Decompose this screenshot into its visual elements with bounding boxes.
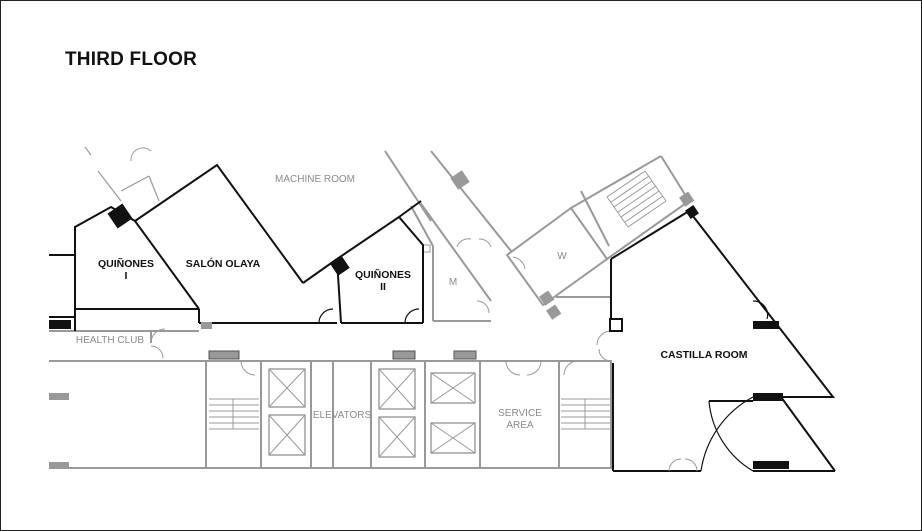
- room-label-quinones-2: QUIÑONES: [355, 268, 411, 281]
- room-labels: QUIÑONES I SALÓN OLAYA MACHINE ROOM QUIÑ…: [76, 174, 748, 431]
- structural-markers: [49, 203, 789, 469]
- room-label-service-area-2: AREA: [506, 420, 534, 431]
- room-label-w: W: [557, 251, 567, 262]
- room-label-health-club: HEALTH CLUB: [76, 335, 144, 346]
- room-label-service-area: SERVICE: [498, 408, 542, 419]
- stairs-right: [561, 398, 611, 430]
- stairs-top: [606, 170, 667, 228]
- room-label-elevators: ELEVATORS: [313, 410, 372, 421]
- secondary-walls: [49, 146, 690, 469]
- grey-markers: [49, 170, 695, 469]
- room-label-quinones-2-number: II: [380, 281, 386, 293]
- stairs-left: [209, 398, 259, 430]
- room-label-m: M: [449, 277, 457, 288]
- room-label-quinones-1-number: I: [125, 270, 128, 282]
- room-label-quinones-1: QUIÑONES: [98, 257, 154, 270]
- room-label-salon-olaya: SALÓN OLAYA: [186, 257, 261, 270]
- floor-title: THIRD FLOOR: [65, 49, 198, 70]
- elevator-shafts: [268, 368, 476, 458]
- room-label-castilla-room: CASTILLA ROOM: [660, 349, 747, 361]
- room-label-machine-room: MACHINE ROOM: [275, 174, 355, 185]
- primary-walls: [49, 163, 836, 472]
